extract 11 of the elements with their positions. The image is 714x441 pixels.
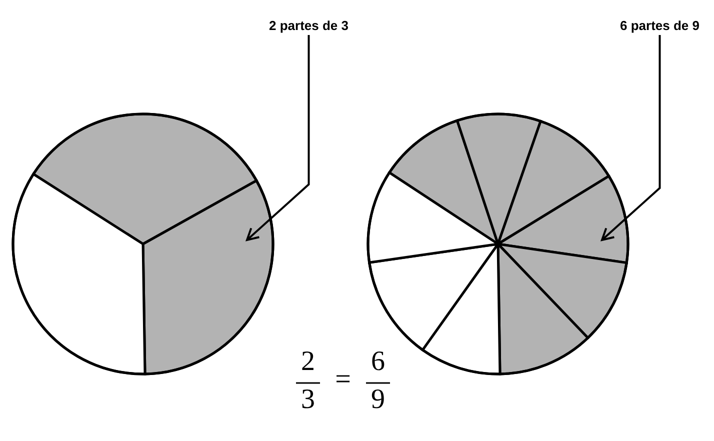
- leader-label: 6 partes de 9: [620, 18, 700, 33]
- fraction-circle: [365, 111, 631, 377]
- numerator: 6: [370, 348, 386, 376]
- numerator: 2: [300, 348, 316, 376]
- denominator: 9: [370, 386, 386, 414]
- equals-sign: =: [334, 366, 352, 394]
- leader-label: 2 partes de 3: [269, 18, 348, 33]
- leader-arrow: [601, 35, 661, 241]
- leader-arrow: [246, 35, 310, 241]
- denominator: 3: [300, 386, 316, 414]
- fraction-circle: [10, 111, 276, 377]
